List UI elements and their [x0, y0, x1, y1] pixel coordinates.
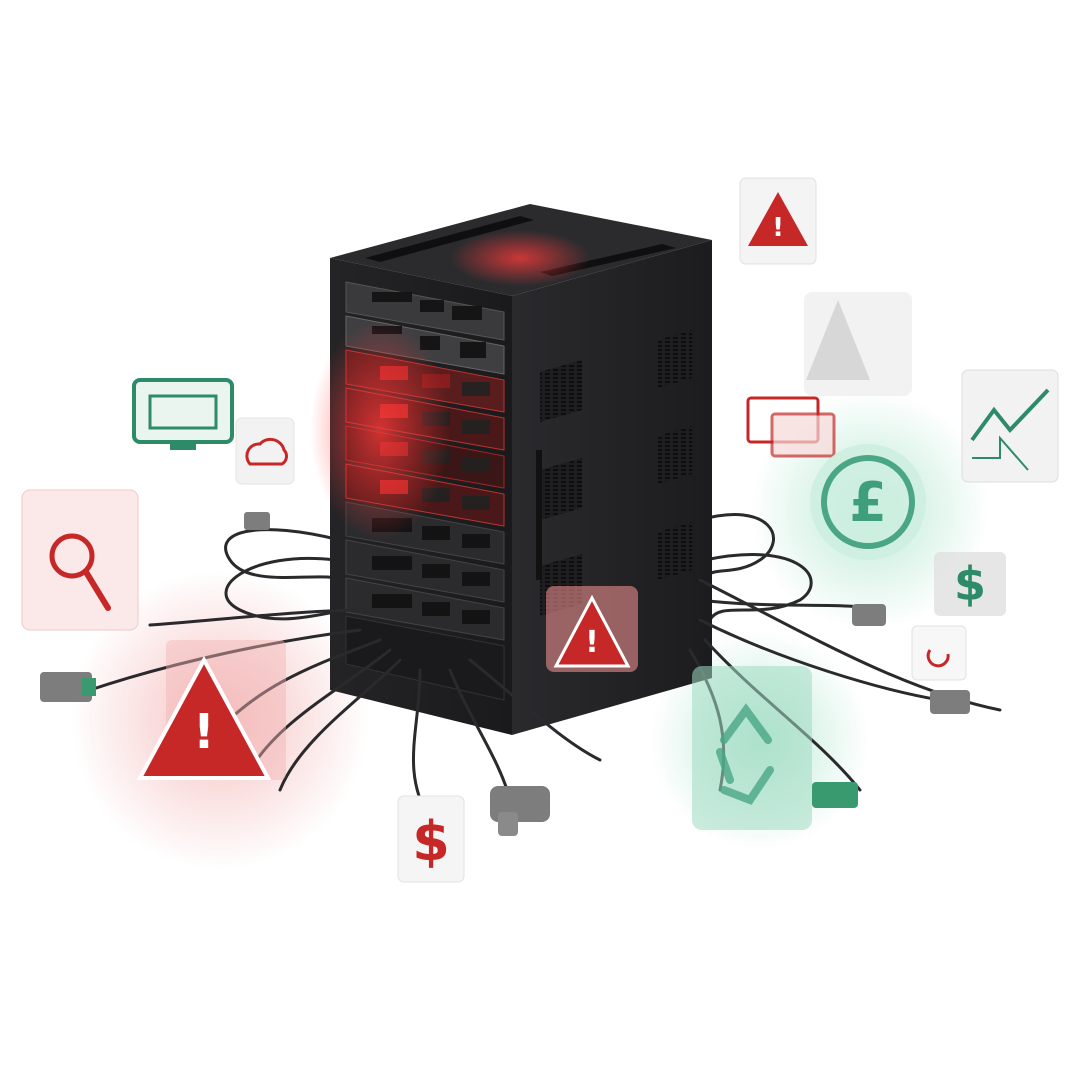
rack-front-red-glow: [310, 320, 450, 540]
wrench-card: [21, 489, 139, 631]
growth-chart-card: [961, 369, 1059, 483]
network-plug-icon: [930, 690, 970, 714]
warning-card-left: [136, 640, 286, 780]
dollar-card-red: [397, 795, 465, 883]
dollar-symbol-green: $: [953, 557, 986, 611]
warning-card-rack: [546, 586, 638, 672]
document-stack-icon: [746, 396, 836, 458]
exclamation-top: !: [772, 213, 784, 243]
ghost-card: [804, 292, 912, 396]
rack-door-handle: [536, 450, 542, 580]
cloud-card: [235, 417, 295, 485]
exclamation-rack: !: [585, 624, 599, 660]
pound-coin-icon: [810, 444, 926, 560]
warning-card-top: [739, 177, 817, 265]
pound-symbol: £: [849, 470, 887, 534]
monitor-icon: [132, 378, 234, 450]
dollar-card-green: [934, 552, 1006, 616]
rack-top-red-glow: [450, 230, 590, 286]
cloud-icon: [245, 437, 288, 466]
growth-chart-icon: [970, 388, 1050, 442]
warning-triangle-icon: [553, 594, 631, 668]
network-plug-icon: [852, 604, 886, 626]
recycle-icon: [716, 703, 774, 805]
small-alert-card: [911, 625, 967, 681]
network-plug-icon: [490, 786, 550, 836]
network-plug-icon: [812, 782, 858, 808]
exclamation-left: !: [193, 704, 215, 760]
network-plug-icon: [244, 512, 270, 530]
dollar-symbol-red: $: [412, 809, 450, 873]
warning-triangle-icon: [748, 192, 808, 246]
rack-top-slot: [365, 216, 534, 262]
recycle-card: [692, 666, 812, 830]
warning-triangle-icon: [136, 655, 272, 780]
network-plug-icon: [40, 672, 96, 702]
wrench-gear-icon: [49, 533, 95, 579]
